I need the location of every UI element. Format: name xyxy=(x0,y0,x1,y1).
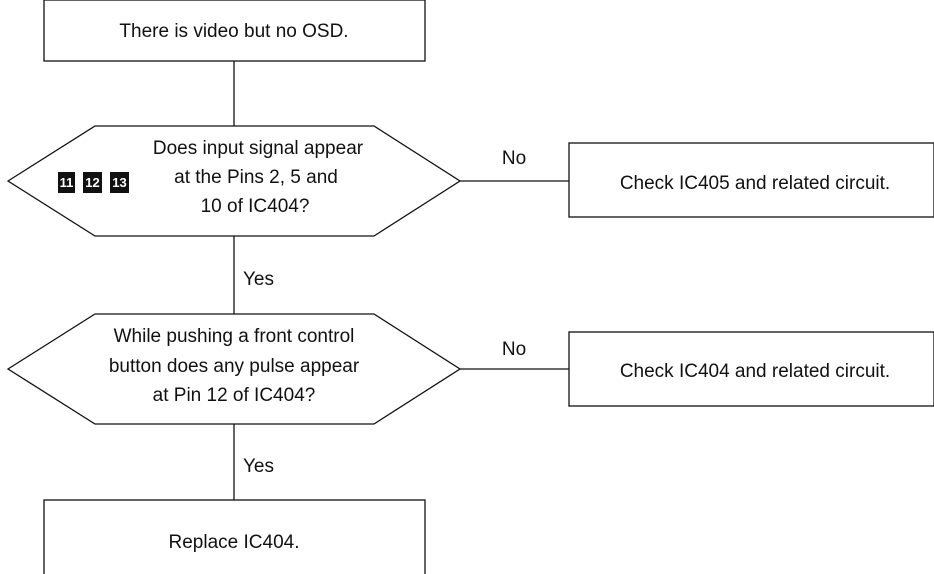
decision1-line-1: Does input signal appear xyxy=(153,138,364,159)
decision1-line-2: at the Pins 2, 5 and xyxy=(174,167,338,188)
decision2-line-2: button does any pulse appear xyxy=(109,356,360,377)
svg-text:12: 12 xyxy=(85,175,99,190)
start-box xyxy=(43,0,426,62)
end-box xyxy=(43,499,426,574)
edge-label-decision2-yes: Yes xyxy=(243,456,274,477)
decision1-hexagon xyxy=(6,125,462,237)
end-label: Replace IC404. xyxy=(169,532,300,553)
svg-text:13: 13 xyxy=(112,175,126,190)
edge-label-decision2-no: No xyxy=(502,339,526,360)
svg-text:11: 11 xyxy=(60,175,74,190)
start-label: There is video but no OSD. xyxy=(119,21,348,42)
edge-label-decision1-yes: Yes xyxy=(243,269,274,290)
decision2-line-1: While pushing a front control xyxy=(114,326,355,347)
decision2-line-3: at Pin 12 of IC404? xyxy=(153,385,316,406)
decision2-hexagon xyxy=(6,313,462,425)
edge-label-decision1-no: No xyxy=(502,148,526,169)
action2-box xyxy=(568,331,934,407)
reference-badge-11: 11 xyxy=(58,172,75,193)
action1-box xyxy=(568,142,934,218)
decision1-line-3: 10 of IC404? xyxy=(201,196,310,217)
reference-badge-12: 12 xyxy=(83,172,102,193)
action2-label: Check IC404 and related circuit. xyxy=(620,361,890,382)
reference-badge-13: 13 xyxy=(110,172,129,193)
action1-label: Check IC405 and related circuit. xyxy=(620,173,890,194)
